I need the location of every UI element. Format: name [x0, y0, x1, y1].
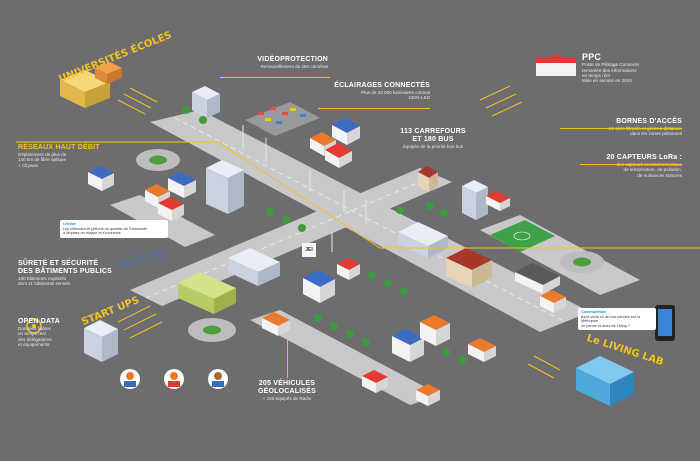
tweet-left: Lifeline Les véhicules et piétons du qua… — [60, 220, 168, 238]
eclairage-label: ÉCLAIRAGES CONNECTÉS Plus de 34 000 lumi… — [334, 82, 430, 101]
video-label: VIDÉOPROTECTION Renouvellement de 284 ca… — [257, 56, 328, 70]
surete-label: SÛRETÉ ET SÉCURITÉ DES BÂTIMENTS PUBLICS… — [18, 260, 113, 287]
ppc-label: PPC Poste de Pilotage Connecté remontée … — [582, 52, 639, 84]
vehicules-label: 205 VÉHICULES GÉOLOCALISÉS + 150 équipés… — [257, 380, 317, 402]
jei-sign: JEI — [302, 243, 316, 257]
opendata-label: OPEN DATA Données fiables en temps réel … — [18, 318, 60, 347]
bottom-road — [250, 310, 440, 405]
reseaux-label: RÉSEAUX HAUT DÉBIT Déploiement de plus d… — [18, 144, 100, 168]
tweet-right: Commuteflow Avez-vous vu de nos pannes s… — [578, 308, 656, 331]
citizens-group — [120, 369, 228, 389]
carrefours-label: 113 CARREFOURS ET 180 BUS équipés de la … — [400, 128, 466, 150]
university-building — [60, 62, 122, 108]
capteurs-label: 20 CAPTEURS LoRa : des capteurs environn… — [606, 154, 682, 178]
